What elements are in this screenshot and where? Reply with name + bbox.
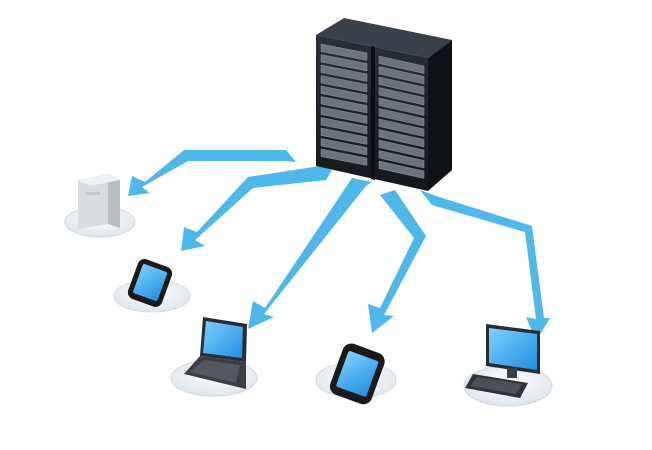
rack-unit	[378, 150, 425, 169]
rack-unit	[378, 87, 425, 106]
rack-unit	[378, 108, 425, 127]
rack-unit	[378, 97, 425, 116]
desktop-tower-icon	[78, 174, 120, 229]
arrow-to-smartphone-small	[181, 166, 332, 251]
arrow-to-desktop-monitor	[420, 190, 550, 341]
laptop-device	[170, 317, 258, 397]
rack-units-left	[320, 43, 368, 166]
laptop-icon	[184, 317, 247, 389]
arrow-to-laptop	[248, 178, 372, 329]
rack-unit	[320, 43, 368, 61]
rack-unit	[378, 76, 425, 95]
server-rack-icon	[316, 18, 452, 191]
desktop-tower-device	[64, 174, 136, 238]
smartphone-icon	[127, 259, 173, 307]
rack-unit	[320, 64, 368, 82]
rack-units-right	[378, 55, 425, 179]
smartphone-large-device	[315, 343, 397, 405]
rack-unit	[320, 148, 368, 166]
rack-unit	[320, 75, 368, 93]
rack-unit	[378, 118, 425, 137]
monitor-keyboard-icon	[465, 324, 540, 398]
arrow-to-desktop-tower	[128, 150, 296, 196]
data-flow-arrows	[128, 150, 550, 341]
smartphone-small-device	[113, 259, 191, 313]
smartphone-icon	[329, 343, 385, 405]
desktop-monitor-device	[463, 324, 553, 407]
rack-unit	[320, 54, 368, 72]
rack-unit	[320, 117, 368, 135]
rack-unit	[378, 66, 425, 85]
rack-unit	[320, 138, 368, 156]
rack-unit	[378, 160, 425, 179]
rack-unit	[378, 129, 425, 148]
rack-unit	[320, 106, 368, 124]
arrow-to-smartphone-large	[368, 190, 426, 333]
rack-unit	[378, 55, 425, 74]
rack-unit	[320, 85, 368, 103]
rack-unit	[320, 127, 368, 145]
rack-unit	[320, 96, 368, 114]
rack-unit	[378, 139, 425, 158]
